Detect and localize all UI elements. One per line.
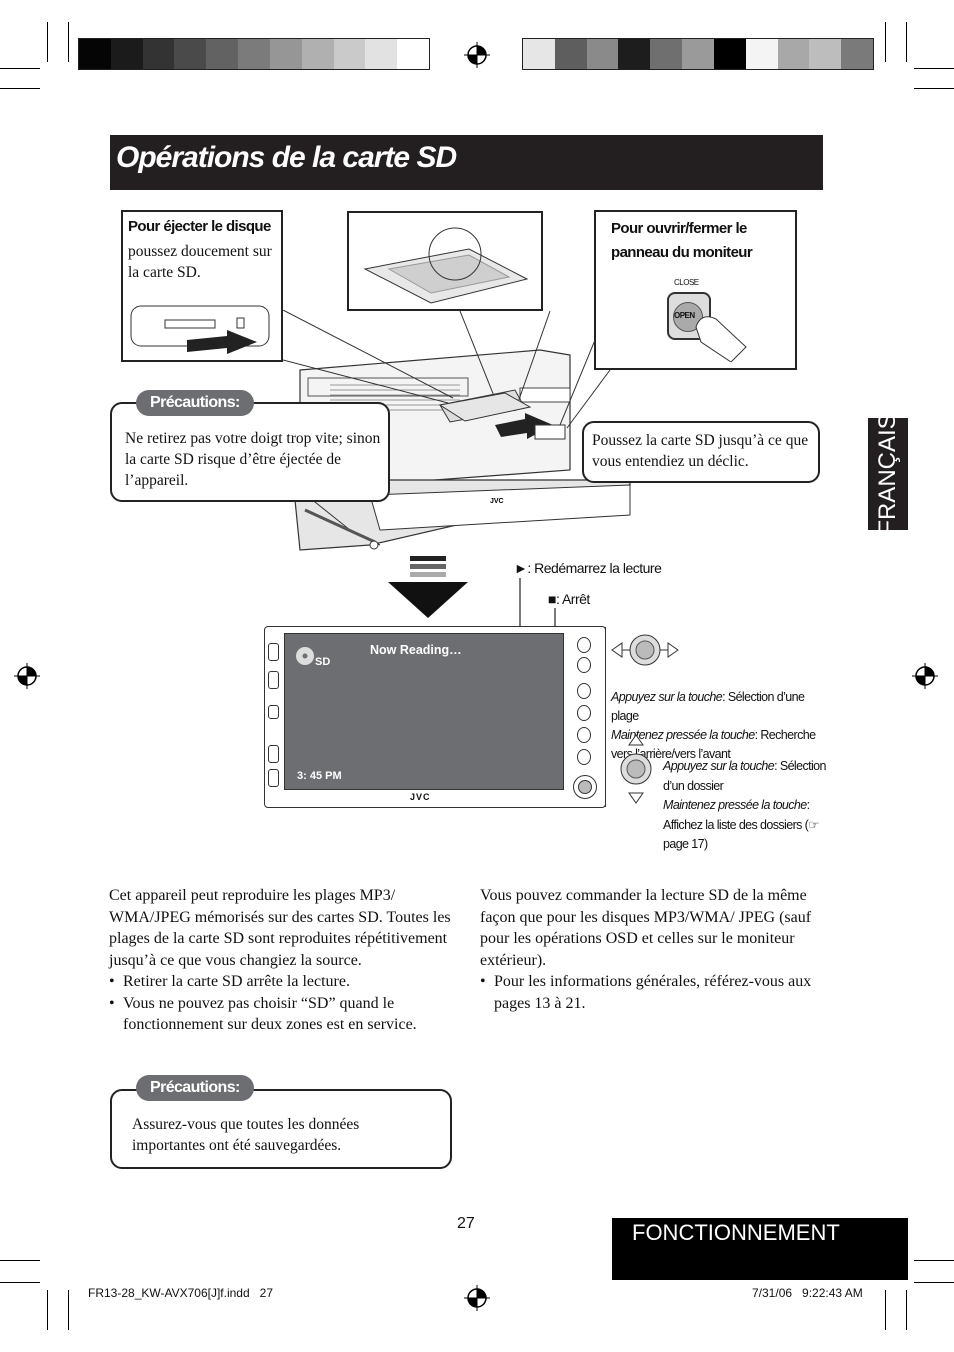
page-title: Opérations de la carte SD — [116, 141, 457, 174]
section-footer: FONCTIONNEMENT — [612, 1218, 908, 1280]
right-paragraph: Vous pouvez commander la lecture SD de l… — [480, 887, 812, 969]
left-paragraph: Cet appareil peut reproduire les plages … — [109, 887, 451, 969]
crop-mark — [68, 1290, 69, 1330]
left-button[interactable] — [268, 643, 279, 661]
crop-mark — [0, 68, 40, 69]
screen-source: SD — [315, 656, 331, 668]
folder-hold-value: Affichez la liste des dossiers (☞ page 1… — [663, 817, 819, 852]
crop-mark — [47, 1290, 48, 1330]
folder-press-value: Sélection d’un dossier — [663, 759, 826, 793]
screen-clock: 3: 45 PM — [297, 770, 342, 782]
language-tab-label: FRANÇAIS — [874, 413, 901, 535]
crop-mark — [68, 22, 69, 62]
volume-knob[interactable] — [573, 775, 597, 799]
crop-mark — [906, 22, 907, 62]
panel-title: Pour ouvrir/fermer le panneau du moniteu… — [611, 220, 753, 261]
eject-body: poussez doucement sur la carte SD. — [128, 243, 272, 281]
unit-front-panel: SD Now Reading… 3: 45 PM JVC — [264, 626, 606, 808]
crop-mark — [914, 1260, 954, 1261]
caution-2-body: Assurez-vous que toutes les données impo… — [132, 1116, 360, 1154]
open-label: OPEN — [674, 311, 695, 320]
left-button[interactable] — [268, 671, 279, 689]
file-info: FR13-28_KW-AVX706[J]f.indd 27 — [88, 1286, 273, 1300]
section-label: FONCTIONNEMENT — [632, 1220, 840, 1245]
push-instruction-box: Poussez la carte SD jusqu’à ce que vous … — [582, 421, 820, 483]
page-title-bar: Opérations de la carte SD — [110, 135, 823, 190]
crop-mark — [0, 88, 40, 89]
crop-mark — [885, 22, 886, 62]
card-insert-illustration — [438, 392, 566, 440]
crop-mark — [0, 1260, 40, 1261]
sd-card-closeup-box — [347, 211, 543, 311]
screen-status: Now Reading… — [370, 643, 462, 657]
panel-leader-lines — [559, 340, 611, 429]
track-press-value: Sélection d’une plage — [611, 690, 805, 723]
caution-1-body: Ne retirez pas votre doigt trop vite; si… — [125, 430, 381, 489]
svg-text:JVC: JVC — [490, 498, 504, 505]
date-info: 7/31/06 9:22:43 AM — [752, 1286, 863, 1300]
crop-mark — [914, 68, 954, 69]
eject-leader-lines — [283, 310, 454, 404]
folder-instructions: Appuyez sur la touche: Sélection d’un do… — [663, 759, 826, 852]
panel-instruction-box: Pour ouvrir/fermer le panneau du moniteu… — [594, 210, 797, 370]
left-bullet: Retirer la carte SD arrête la lecture. — [123, 973, 350, 990]
registration-target-icon — [14, 663, 40, 689]
closeup-leader-lines — [459, 311, 551, 412]
left-column: Cet appareil peut reproduire les plages … — [109, 885, 454, 1036]
stop-button[interactable] — [577, 727, 591, 743]
page-number: 27 — [457, 1215, 475, 1232]
callout-bracket — [605, 627, 606, 807]
crop-mark — [885, 1290, 886, 1330]
caution-box-2: Assurez-vous que toutes les données impo… — [110, 1089, 452, 1169]
registration-target-icon — [464, 42, 490, 68]
track-hold-label: Maintenez pressée la touche — [611, 728, 755, 742]
crop-mark — [914, 1282, 954, 1283]
right-bullet: Pour les informations générales, référez… — [494, 973, 812, 1012]
down-arrow-icon — [388, 556, 468, 618]
grayscale-bar-right — [522, 38, 874, 70]
eject-title: Pour éjecter le disque — [128, 218, 271, 235]
push-body: Poussez la carte SD jusqu’à ce que vous … — [592, 432, 809, 470]
right-button[interactable] — [577, 705, 591, 721]
folder-press-label: Appuyez sur la touche — [663, 759, 775, 773]
crop-mark — [0, 1282, 40, 1283]
language-tab: FRANÇAIS — [868, 413, 908, 535]
finger-icon — [695, 316, 747, 362]
eject-instruction-box: Pour éjecter le disque poussez doucement… — [121, 210, 283, 362]
folder-control-icon — [620, 734, 652, 804]
grayscale-bar-left — [78, 38, 430, 70]
track-control-icon — [611, 634, 679, 666]
sd-card-icon — [363, 227, 529, 304]
caution-1-label: Précautions: — [136, 390, 254, 416]
close-label: CLOSE — [674, 278, 699, 287]
eject-card-illustration — [130, 305, 270, 354]
brand-logo: JVC — [410, 792, 431, 802]
left-button[interactable] — [268, 705, 279, 719]
crop-mark — [906, 1290, 907, 1330]
registration-target-icon — [912, 663, 938, 689]
track-instructions: Appuyez sur la touche: Sélection d’une p… — [611, 690, 816, 761]
crop-mark — [47, 22, 48, 62]
folder-hold-label: Maintenez pressée la touche — [663, 798, 807, 812]
left-bullet: Vous ne pouvez pas choisir “SD” quand le… — [123, 994, 417, 1034]
stop-callout: ■: Arrêt — [548, 591, 590, 607]
right-button[interactable] — [577, 657, 591, 673]
right-column: Vous pouvez commander la lecture SD de l… — [480, 885, 820, 1014]
left-button[interactable] — [268, 745, 279, 763]
caution-2-label: Précautions: — [136, 1075, 254, 1101]
caution-box-1: Ne retirez pas votre doigt trop vite; si… — [110, 402, 390, 502]
track-press-label: Appuyez sur la touche — [611, 690, 723, 704]
registration-target-icon — [464, 1285, 490, 1311]
right-button[interactable] — [577, 637, 591, 653]
play-button[interactable] — [577, 749, 591, 765]
disc-icon — [296, 647, 314, 665]
left-button[interactable] — [268, 769, 279, 787]
unit-screen: SD Now Reading… 3: 45 PM — [284, 633, 564, 790]
play-callout: ►: Redémarrez la lecture — [514, 560, 662, 576]
crop-mark — [914, 88, 954, 89]
right-button[interactable] — [577, 683, 591, 699]
